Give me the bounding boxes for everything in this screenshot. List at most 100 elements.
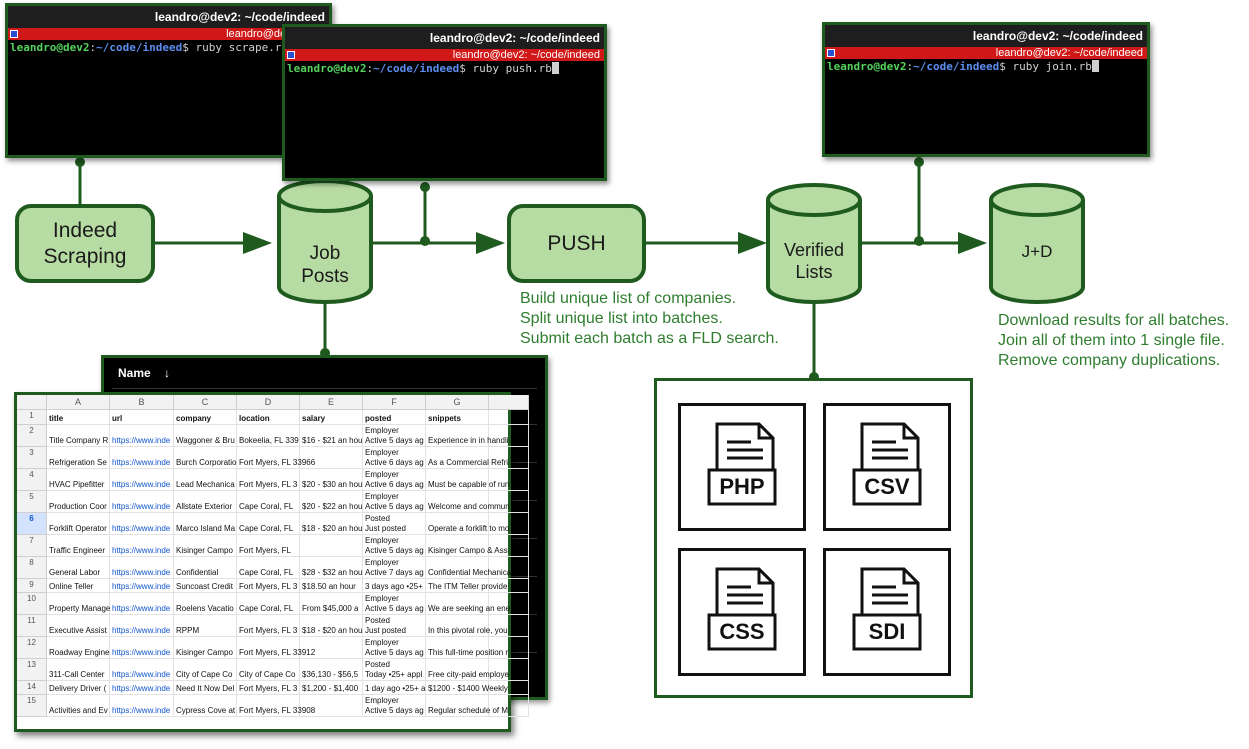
table-cell[interactable]: Kisinger Campo — [174, 535, 237, 557]
url-link[interactable]: https://www.inde — [110, 425, 174, 447]
table-cell[interactable]: Fort Myers, FL 3 — [237, 681, 300, 695]
table-cell[interactable]: City of Cape Co — [174, 659, 237, 681]
table-cell[interactable]: Cape Coral, FL — [237, 513, 300, 535]
table-cell[interactable]: $18.50 an hour — [300, 579, 363, 593]
header-cell[interactable]: title — [47, 410, 110, 425]
row-number[interactable]: 7 — [17, 535, 47, 557]
row-number[interactable]: 9 — [17, 579, 47, 593]
table-cell[interactable]: Roadway Engine — [47, 637, 110, 659]
table-cell[interactable]: Fort Myers, FL 33966 — [237, 447, 315, 469]
column-header[interactable]: A — [47, 395, 110, 410]
terminal-command-line[interactable]: leandro@dev2:~/code/indeed$ ruby join.rb — [827, 60, 1099, 73]
table-cell[interactable]: $1,200 - $1,400 — [300, 681, 363, 695]
terminal-join[interactable]: leandro@dev2: ~/code/indeed leandro@dev2… — [822, 22, 1150, 157]
table-cell[interactable]: Fort Myers, FL — [237, 535, 300, 557]
column-header[interactable]: B — [110, 395, 174, 410]
terminal-command-line[interactable]: leandro@dev2:~/code/indeed$ ruby scrape.… — [10, 41, 289, 54]
terminal-scrape[interactable]: leandro@dev2: ~/code/indeed leandro@dev2… — [5, 3, 332, 158]
table-cell[interactable]: 311-Call Center — [47, 659, 110, 681]
table-cell[interactable]: Online Teller — [47, 579, 110, 593]
terminal-tab-bar[interactable]: leandro@dev2: ~/code/indeed — [825, 47, 1147, 59]
url-link[interactable]: https://www.inde — [110, 593, 174, 615]
table-cell[interactable] — [489, 469, 529, 491]
table-cell[interactable]: Must be capable of run — [426, 469, 509, 491]
column-header[interactable] — [489, 395, 529, 410]
table-cell[interactable]: $16 - $21 an hou — [300, 425, 363, 447]
table-cell[interactable]: Suncoast Credit — [174, 579, 237, 593]
table-cell[interactable]: Title Company R — [47, 425, 110, 447]
url-link[interactable]: https://www.inde — [110, 695, 174, 717]
table-cell[interactable] — [489, 557, 529, 579]
sheet-corner[interactable] — [17, 395, 47, 410]
table-cell[interactable]: The ITM Teller provide — [426, 579, 507, 593]
table-cell[interactable] — [489, 410, 529, 425]
url-link[interactable]: https://www.inde — [110, 535, 174, 557]
table-cell[interactable]: $20 - $30 an hou — [300, 469, 363, 491]
table-cell[interactable] — [489, 535, 529, 557]
table-cell[interactable]: Kisinger Campo & Ass — [426, 535, 508, 557]
url-link[interactable]: https://www.inde — [110, 557, 174, 579]
row-number[interactable]: 4 — [17, 469, 47, 491]
table-cell[interactable]: Waggoner & Bru — [174, 425, 237, 447]
url-link[interactable]: https://www.inde — [110, 659, 174, 681]
table-cell[interactable]: In this pivotal role, you — [426, 615, 508, 637]
table-cell[interactable]: Fort Myers, FL 33908 — [237, 695, 315, 717]
table-cell[interactable] — [489, 637, 529, 659]
table-cell[interactable]: General Labor — [47, 557, 110, 579]
table-cell[interactable] — [489, 615, 529, 637]
header-cell[interactable]: company — [174, 410, 237, 425]
table-cell[interactable]: Cape Coral, FL — [237, 491, 300, 513]
url-link[interactable]: https://www.inde — [110, 615, 174, 637]
table-cell[interactable]: $20 - $22 an hou — [300, 491, 363, 513]
row-number[interactable]: 14 — [17, 681, 47, 695]
table-cell[interactable]: Welcome and commun — [426, 491, 510, 513]
row-number[interactable]: 1 — [17, 410, 47, 425]
terminal-tab-bar[interactable]: leandro@dev2: ~/code/indeed — [285, 49, 604, 61]
row-number[interactable]: 6 — [17, 513, 47, 535]
table-cell[interactable]: Activities and Ev — [47, 695, 110, 717]
url-link[interactable]: https://www.inde — [110, 637, 174, 659]
row-number[interactable]: 12 — [17, 637, 47, 659]
table-cell[interactable]: $1200 - $1400 Weekly — [426, 681, 508, 695]
table-cell[interactable] — [300, 637, 363, 659]
table-cell[interactable]: Fort Myers, FL 3 — [237, 469, 300, 491]
url-link[interactable]: https://www.inde — [110, 513, 174, 535]
table-cell[interactable]: Property Manage — [47, 593, 110, 615]
name-column-header[interactable]: Name ↓ — [118, 366, 170, 380]
table-cell[interactable]: Experience in in handli — [426, 425, 509, 447]
table-cell[interactable] — [489, 695, 529, 717]
table-cell[interactable] — [489, 425, 529, 447]
table-cell[interactable]: Cape Coral, FL — [237, 557, 300, 579]
row-number[interactable]: 2 — [17, 425, 47, 447]
table-cell[interactable]: Kisinger Campo — [174, 637, 237, 659]
table-cell[interactable]: Traffic Engineer — [47, 535, 110, 557]
table-cell[interactable] — [489, 447, 529, 469]
header-cell[interactable]: snippets — [426, 410, 489, 425]
row-number[interactable]: 13 — [17, 659, 47, 681]
table-cell[interactable]: Free city-paid employe — [426, 659, 509, 681]
table-cell[interactable]: City of Cape Co — [237, 659, 300, 681]
terminal-push[interactable]: leandro@dev2: ~/code/indeed leandro@dev2… — [282, 24, 607, 181]
table-cell[interactable]: 3 days ago •25+ — [363, 579, 426, 593]
table-cell[interactable] — [300, 447, 363, 469]
table-cell[interactable]: Bokeelia, FL 339 — [237, 425, 300, 447]
table-cell[interactable] — [300, 695, 363, 717]
table-cell[interactable]: $28 - $32 an hou — [300, 557, 363, 579]
table-cell[interactable] — [489, 593, 529, 615]
table-cell[interactable]: Refrigeration Se — [47, 447, 110, 469]
table-cell[interactable]: Operate a forklift to mo — [426, 513, 509, 535]
row-number[interactable]: 8 — [17, 557, 47, 579]
table-cell[interactable]: Fort Myers, FL 33912 — [237, 637, 315, 659]
table-cell[interactable]: Confidential Mechanica — [426, 557, 511, 579]
